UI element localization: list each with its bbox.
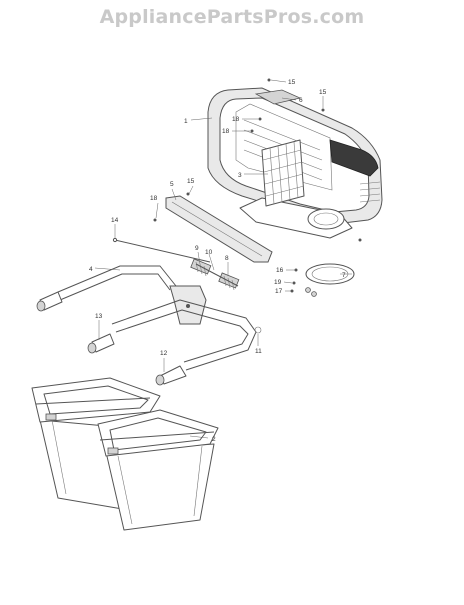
callout-19: 19 xyxy=(274,279,282,286)
callout-14: 14 xyxy=(111,217,119,224)
callout-2: 2 xyxy=(212,436,216,443)
screen-panel xyxy=(261,139,305,207)
callout-18-lower: 18 xyxy=(150,195,158,202)
callout-8: 8 xyxy=(225,255,229,262)
callout-18-upper: 18 xyxy=(232,116,240,123)
gasket-ring xyxy=(305,263,355,285)
callout-12: 12 xyxy=(160,350,168,357)
callout-11: 11 xyxy=(255,348,262,355)
callout-13: 13 xyxy=(95,313,103,320)
callout-15-left: 15 xyxy=(187,178,195,185)
lower-bracket xyxy=(165,195,273,263)
rod xyxy=(112,237,211,263)
callout-4: 4 xyxy=(89,266,93,273)
callout-7: 7 xyxy=(342,272,346,279)
leader-lines xyxy=(94,79,352,439)
callout-18-middle: 18 xyxy=(222,128,230,135)
hinge-springs xyxy=(190,258,240,291)
callout-15-right: 15 xyxy=(319,89,327,96)
callout-9: 9 xyxy=(195,245,199,252)
grass-bin-front xyxy=(45,409,219,531)
callout-3: 3 xyxy=(238,172,242,179)
callout-1: 1 xyxy=(184,118,188,125)
callout-15-top: 15 xyxy=(288,79,296,86)
watermark: AppliancePartsPros.com xyxy=(99,6,365,28)
callout-5: 5 xyxy=(170,181,174,188)
callout-10: 10 xyxy=(205,249,213,256)
callout-16: 16 xyxy=(276,267,284,274)
callout-17: 17 xyxy=(275,288,283,295)
bag-frame xyxy=(36,265,262,386)
hardware xyxy=(153,78,362,297)
callout-labels: 1 2 3 4 5 6 7 8 9 10 11 12 13 14 15 15 1… xyxy=(89,79,346,443)
callout-6: 6 xyxy=(299,97,303,104)
